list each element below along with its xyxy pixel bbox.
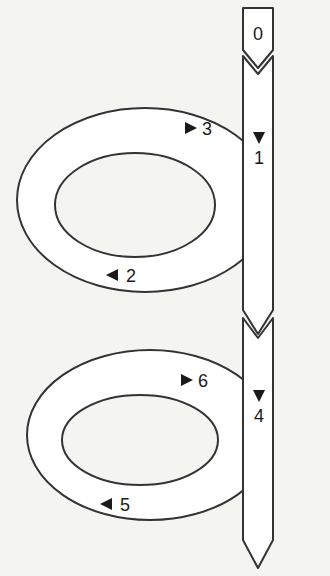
strap-end [243, 8, 273, 68]
direction-arrowhead [253, 132, 265, 144]
callout-number: 1 [254, 149, 264, 167]
strap-loop [27, 350, 273, 520]
direction-arrowhead [181, 374, 193, 386]
strap-loop [17, 108, 273, 292]
callout-number: 0 [253, 25, 263, 43]
callout-number: 2 [126, 267, 136, 285]
direction-arrowhead [106, 269, 118, 281]
callout-number: 4 [254, 407, 264, 425]
direction-arrowhead [253, 390, 265, 402]
strap-segment [243, 318, 273, 568]
direction-arrowhead [100, 498, 112, 510]
callout-number: 5 [120, 496, 130, 514]
strap-segment [243, 56, 273, 334]
callout-number: 6 [198, 372, 208, 390]
callout-number: 3 [202, 120, 212, 138]
direction-arrowhead [185, 122, 197, 134]
